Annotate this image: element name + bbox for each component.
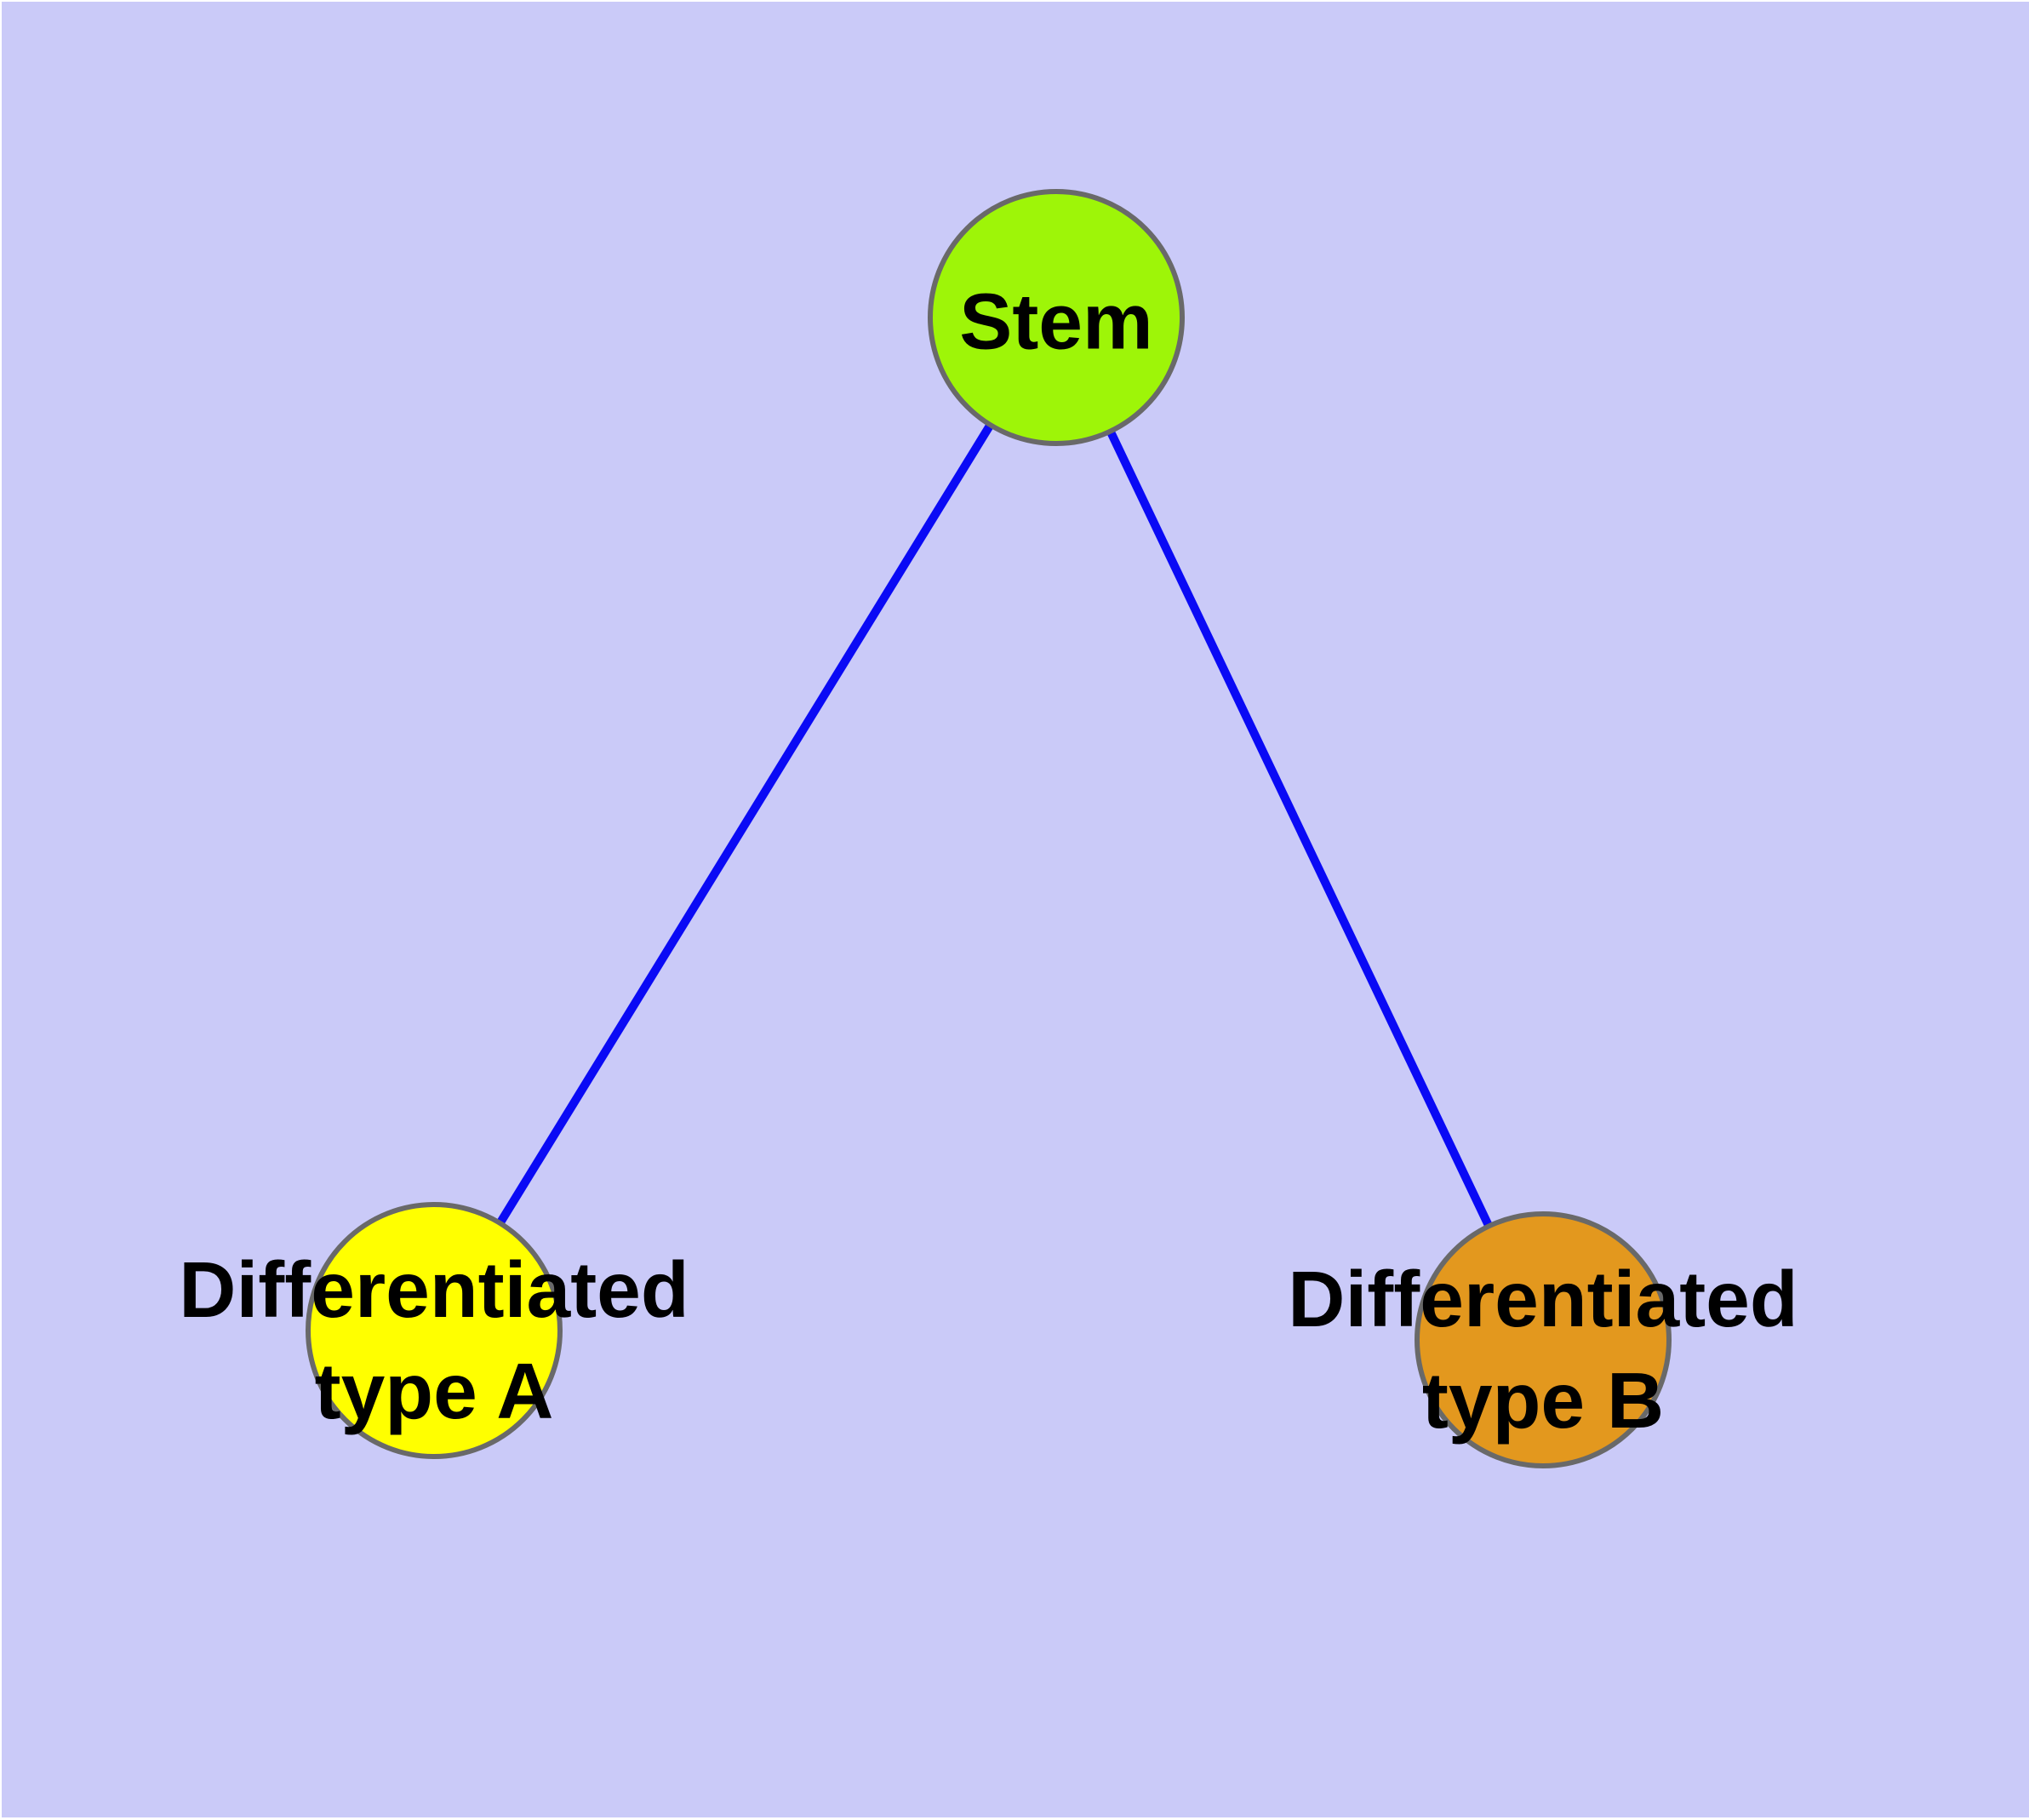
node-type-b-label-line1: Differentiated [1288, 1254, 1798, 1343]
node-stem-circle[interactable] [928, 189, 1185, 446]
edge-stem-to-type-b [1052, 315, 1547, 1342]
node-type-b-label: Differentiated type B [1288, 1249, 1798, 1451]
node-type-a-circle[interactable] [306, 1202, 563, 1459]
node-type-b-label-line2: type B [1421, 1356, 1665, 1445]
node-type-a-label: Differentiated type A [179, 1239, 689, 1442]
node-type-b-circle[interactable] [1415, 1211, 1672, 1468]
edge-stem-to-type-a [430, 315, 1060, 1333]
node-type-a-label-line2: type A [314, 1347, 554, 1435]
node-type-a-label-line1: Differentiated [179, 1245, 689, 1334]
node-stem-label: Stem [959, 277, 1153, 366]
